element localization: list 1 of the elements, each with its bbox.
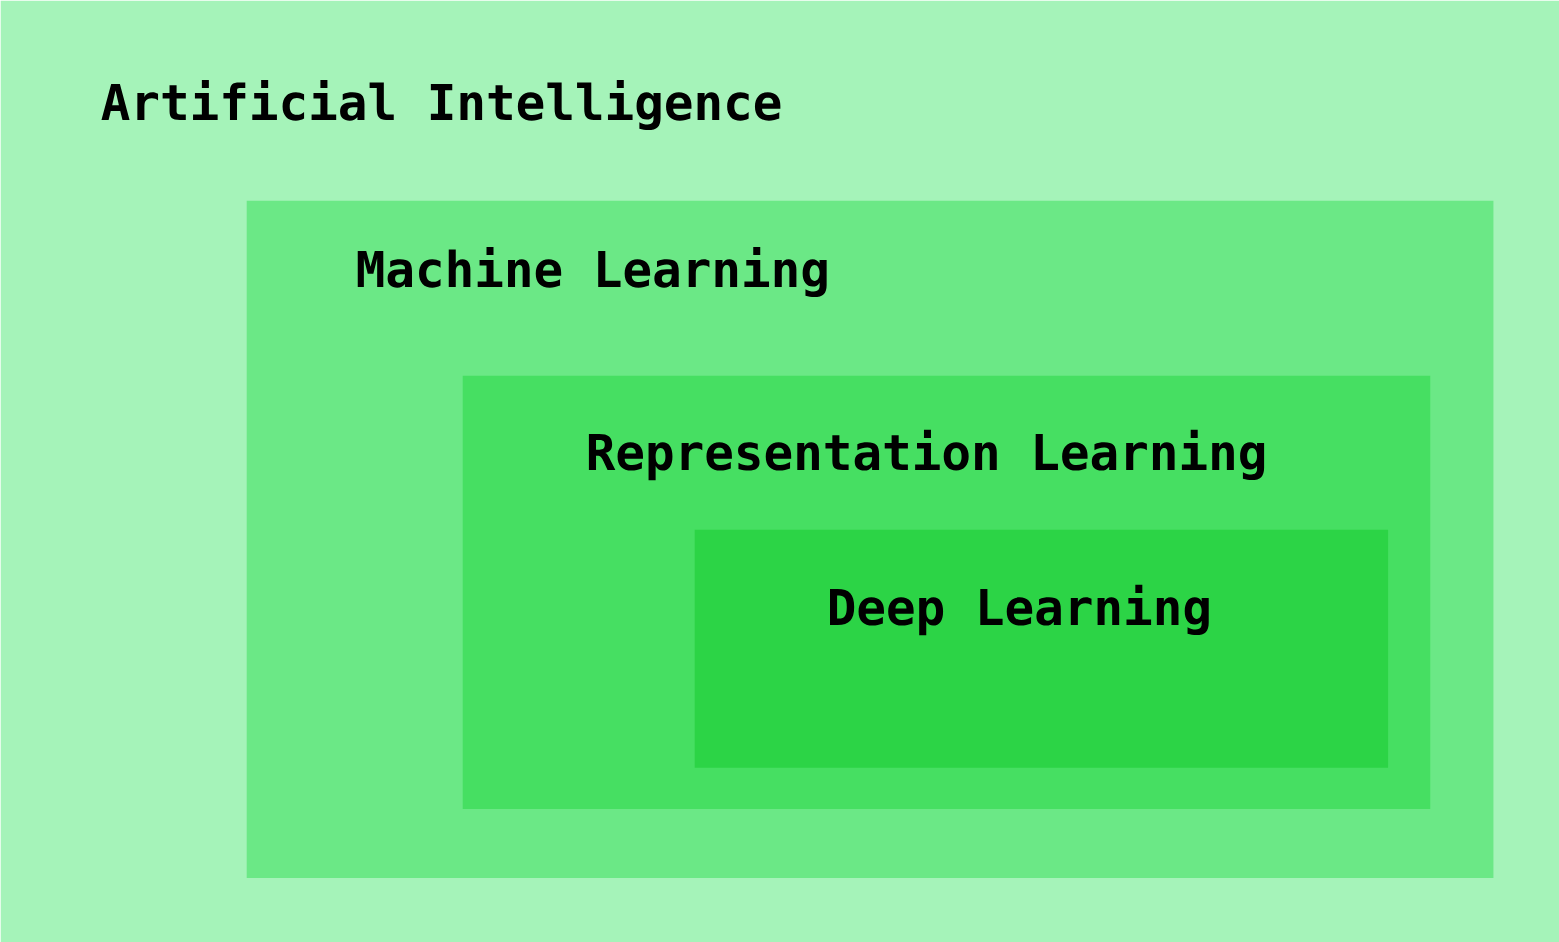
nested-box: Deep Learning bbox=[694, 529, 1389, 768]
